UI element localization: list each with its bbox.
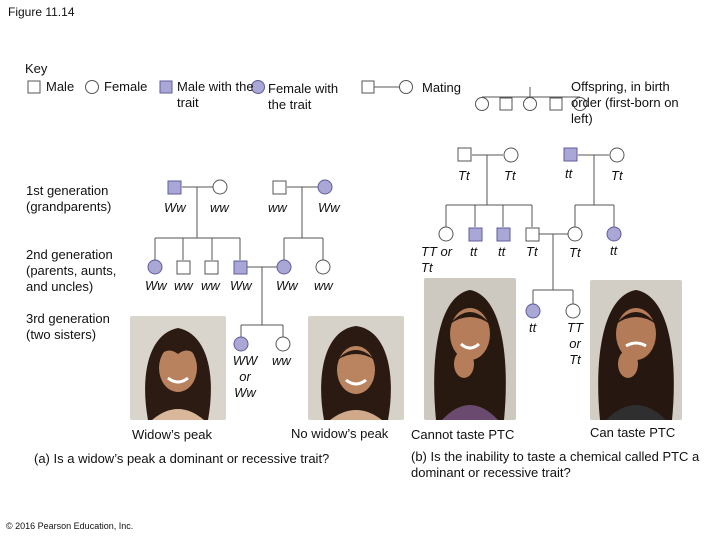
genotype-a-gen2-6: ww: [314, 278, 333, 293]
key-female-trait-label: Female with the trait: [268, 81, 339, 112]
key-female-symbol: [85, 80, 99, 94]
genotype-b-gen1-4: Tt: [611, 168, 623, 183]
genotype-b-gen1-1: Tt: [458, 168, 470, 183]
caption-widows-peak: Widow’s peak: [132, 427, 212, 442]
key-male-symbol: [27, 80, 41, 94]
genotype-a-gen1-2: ww: [210, 200, 229, 215]
gen2-label: 2nd generation (parents, aunts, and uncl…: [26, 247, 117, 294]
caption-can-taste: Can taste PTC: [590, 425, 676, 440]
genotype-a-gen1-3: ww: [268, 200, 287, 215]
key-male-trait-symbol: [159, 80, 173, 94]
genotype-a-gen2-5: Ww: [276, 278, 298, 293]
question-a: (a) Is a widow’s peak a dominant or rece…: [34, 451, 330, 466]
caption-cannot-taste: Cannot taste PTC: [411, 427, 515, 442]
key-offspring-label: Offspring, in birth order (first-born on…: [571, 79, 679, 126]
gen3-label: 3rd generation (two sisters): [26, 311, 110, 342]
genotype-b-gen3-2: TT or Tt: [567, 320, 583, 367]
key-mating-label: Mating: [422, 80, 462, 95]
genotype-a-gen2-4: Ww: [230, 278, 252, 293]
genotype-a-gen3-1: WW or Ww: [232, 353, 258, 400]
genotype-b-gen2-5: Tt: [569, 245, 581, 260]
genotype-a-gen2-3: ww: [201, 278, 220, 293]
photo-no-widows-peak: [308, 316, 404, 420]
genotype-b-gen2-1: TT or Tt: [421, 244, 453, 275]
genotype-b-gen2-2: tt: [470, 244, 478, 259]
genotype-b-gen1-3: tt: [565, 166, 573, 181]
copyright: © 2016 Pearson Education, Inc.: [6, 521, 134, 531]
question-b: (b) Is the inability to taste a chemical…: [411, 449, 700, 480]
photo-cannot-taste: [424, 278, 516, 420]
key-male-label: Male: [46, 79, 75, 94]
genotype-a-gen2-1: Ww: [145, 278, 167, 293]
genotype-a-gen3-2: ww: [272, 353, 291, 368]
gen1-label: 1st generation (grandparents): [26, 183, 112, 214]
genotype-a-gen1-1: Ww: [164, 200, 186, 215]
key-female-trait-symbol: [251, 80, 265, 94]
genotype-a-gen1-4: Ww: [318, 200, 340, 215]
photo-can-taste: [590, 280, 682, 420]
genotype-b-gen3-1: tt: [529, 320, 537, 335]
genotype-b-gen2-3: tt: [498, 244, 506, 259]
key-female-label: Female: [104, 79, 148, 94]
figure-label: Figure 11.14: [8, 5, 75, 19]
genotype-a-gen2-2: ww: [174, 278, 193, 293]
key-title: Key: [25, 61, 48, 76]
genotype-b-gen2-4: Tt: [526, 244, 538, 259]
caption-no-widows-peak: No widow’s peak: [291, 426, 389, 441]
genotype-b-gen2-6: tt: [610, 243, 618, 258]
photo-widows-peak: [130, 316, 226, 420]
key-male-trait-label: Male with the trait: [177, 79, 254, 110]
genotype-b-gen1-2: Tt: [504, 168, 516, 183]
